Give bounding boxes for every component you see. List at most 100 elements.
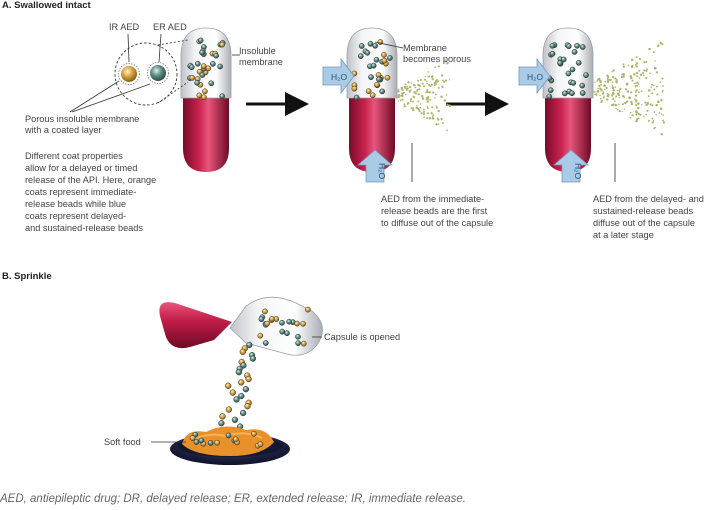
aed-particle	[399, 99, 402, 102]
aed-particle	[595, 93, 598, 95]
er-bead	[575, 59, 582, 66]
aed-particle	[623, 108, 626, 110]
aed-particle	[417, 93, 420, 96]
aed-particle	[429, 98, 432, 101]
aed-particle	[618, 91, 621, 93]
er-bead	[368, 74, 374, 80]
aed-particle	[425, 96, 428, 100]
aed-particle	[616, 90, 618, 92]
aed-particle	[597, 87, 599, 90]
ir-bead	[381, 57, 388, 64]
porous-pointer-1	[69, 80, 120, 113]
insoluble-label-line-2: membrane	[239, 57, 283, 67]
aed-particle	[659, 107, 663, 110]
aed-particle	[634, 98, 636, 100]
aed-particle	[647, 119, 650, 122]
bead-zoom	[69, 33, 189, 113]
aed-particle	[656, 93, 659, 96]
aed-particle	[412, 100, 414, 103]
aed-particle	[634, 85, 637, 88]
aed-particle	[648, 89, 651, 92]
aed-particle	[630, 102, 634, 106]
aed-particle	[437, 109, 440, 113]
aed-particle	[446, 61, 449, 65]
plate-with-food	[170, 426, 290, 465]
water-label: H₂O	[527, 72, 543, 82]
aed-particle	[421, 94, 424, 98]
aed-particle	[422, 112, 425, 116]
aed-particle	[427, 95, 430, 99]
aed-particle	[611, 70, 614, 73]
aed-particle	[431, 78, 434, 81]
capsule-porous	[346, 27, 452, 172]
aed-particle	[621, 103, 624, 106]
diffusing-aed-particles	[397, 60, 452, 132]
er-bead	[372, 42, 379, 49]
aed-particle	[651, 117, 654, 120]
aed-particle	[651, 92, 654, 95]
aed-particle	[648, 47, 651, 51]
aed-particle	[655, 103, 658, 107]
aed-particle	[437, 118, 440, 121]
dr-diffuse-line-3: diffuse out of the capsule	[593, 218, 695, 228]
aed-particle	[412, 95, 416, 99]
aed-particle	[627, 64, 630, 67]
aed-particle	[448, 79, 451, 81]
aed-particle	[433, 83, 436, 87]
aed-particle	[634, 94, 638, 97]
aed-particle	[430, 75, 434, 78]
aed-particle	[643, 115, 645, 118]
er-bead	[246, 341, 253, 349]
aed-particle	[635, 65, 638, 68]
aed-particle	[598, 85, 601, 87]
aed-particle	[599, 94, 601, 97]
aed-particle	[413, 91, 416, 94]
aed-particle	[611, 84, 614, 87]
er-bead	[569, 66, 576, 73]
er-bead	[284, 330, 290, 337]
aed-particle	[638, 69, 641, 72]
aed-particle	[660, 98, 663, 101]
er-bead	[235, 369, 243, 376]
aed-particle	[612, 89, 615, 92]
aed-particle	[637, 102, 640, 105]
aed-particle	[422, 85, 426, 88]
capsule-body-red	[183, 95, 229, 172]
aed-particle	[412, 83, 416, 86]
ir-bead	[369, 92, 376, 99]
aed-particle	[421, 97, 425, 100]
aed-particle	[599, 97, 602, 100]
er-bead	[547, 87, 554, 94]
ir-bead	[189, 75, 196, 81]
aed-particle	[654, 126, 656, 129]
aed-particle	[615, 107, 617, 110]
er-bead	[225, 432, 232, 439]
aed-particle	[645, 113, 648, 116]
aed-particle	[625, 82, 629, 86]
aed-particle	[602, 96, 605, 99]
aed-particle	[618, 103, 620, 106]
aed-particle	[440, 95, 443, 98]
aed-particle	[606, 79, 609, 83]
ir-bead	[374, 81, 380, 88]
er-bead	[198, 437, 205, 444]
er-bead	[210, 61, 216, 67]
coat-text-line-2: allow for a delayed or timed	[25, 163, 138, 173]
er-bead	[387, 55, 393, 61]
er-bead	[238, 392, 245, 400]
aed-particle	[415, 104, 418, 107]
er-bead	[239, 409, 247, 417]
aed-particle	[596, 80, 598, 82]
ir-bead	[189, 435, 196, 441]
ir-bead	[251, 430, 257, 437]
aed-particle	[647, 95, 650, 97]
ir-bead	[269, 316, 275, 322]
er-bead	[199, 72, 206, 78]
aed-particle	[428, 83, 431, 86]
aed-particle	[397, 88, 400, 91]
aed-particle	[408, 85, 412, 89]
aed-particle	[646, 102, 649, 105]
er-bead	[219, 93, 226, 100]
aed-particle	[638, 58, 642, 61]
aed-particle	[435, 106, 438, 109]
